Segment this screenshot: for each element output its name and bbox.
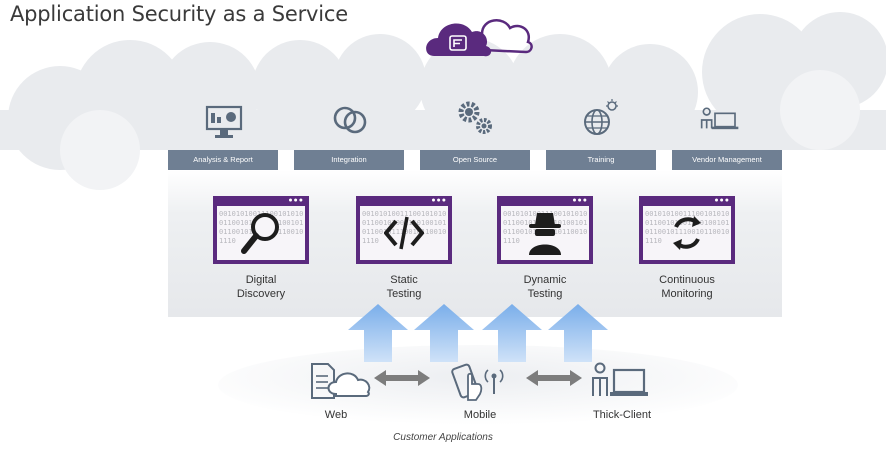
client-label-web: Web (324, 409, 348, 421)
refresh-cycle-icon (673, 216, 701, 250)
step-label-dynamic-testing: Dynamic Testing (523, 274, 567, 300)
desktop-user-icon (592, 362, 648, 396)
monitor-report-icon (205, 105, 243, 138)
service-bar-integration: Integration (294, 150, 404, 170)
cloud-logo-icon (426, 19, 533, 57)
service-bar-vendor-management: Vendor Management (672, 150, 782, 170)
page-title: Application Security as a Service (10, 2, 348, 26)
integration-rings-icon (333, 106, 367, 134)
step-label-digital-discovery: Digital Discovery (236, 274, 286, 300)
step-label-continuous-monitoring: Continuous Monitoring (659, 274, 715, 300)
code-brackets-icon (384, 216, 424, 250)
person-laptop-icon (700, 107, 739, 130)
up-arrow-icon (414, 304, 474, 362)
service-bar-open-source: Open Source (420, 150, 530, 170)
web-cloud-icon (311, 363, 371, 399)
client-label-thick-client: Thick-Client (592, 409, 652, 421)
window-dots: ●●● (572, 197, 588, 204)
gears-icon (458, 101, 492, 134)
caption: Customer Applications (393, 432, 493, 443)
card-digital-discovery: ●●● 001010100111001010100110010100111010… (213, 196, 309, 264)
mobile-touch-icon (451, 363, 504, 401)
hacker-icon (529, 213, 561, 255)
globe-bulb-icon (584, 99, 618, 135)
client-label-mobile: Mobile (463, 409, 497, 421)
window-dots: ●●● (714, 197, 730, 204)
service-bar-analysis-report: Analysis & Report (168, 150, 278, 170)
binary-text: 0010101001110010101001100101001110100101… (645, 210, 730, 245)
up-arrow-icon (548, 304, 608, 362)
card-dynamic-testing: ●●● 001010100111001010100110010100111010… (497, 196, 593, 264)
step-label-static-testing: Static Testing (386, 274, 422, 300)
up-arrow-icon (482, 304, 542, 362)
up-arrow-icon (348, 304, 408, 362)
window-dots: ●●● (288, 197, 304, 204)
bidirectional-arrow-icon (526, 370, 582, 386)
window-dots: ●●● (431, 197, 447, 204)
card-continuous-monitoring: ●●● 001010100111001010100110010100111010… (639, 196, 735, 264)
bidirectional-arrow-icon (374, 370, 430, 386)
card-static-testing: ●●● 001010100111001010100110010100111010… (356, 196, 452, 264)
service-bar-training: Training (546, 150, 656, 170)
magnifier-icon (241, 213, 279, 254)
